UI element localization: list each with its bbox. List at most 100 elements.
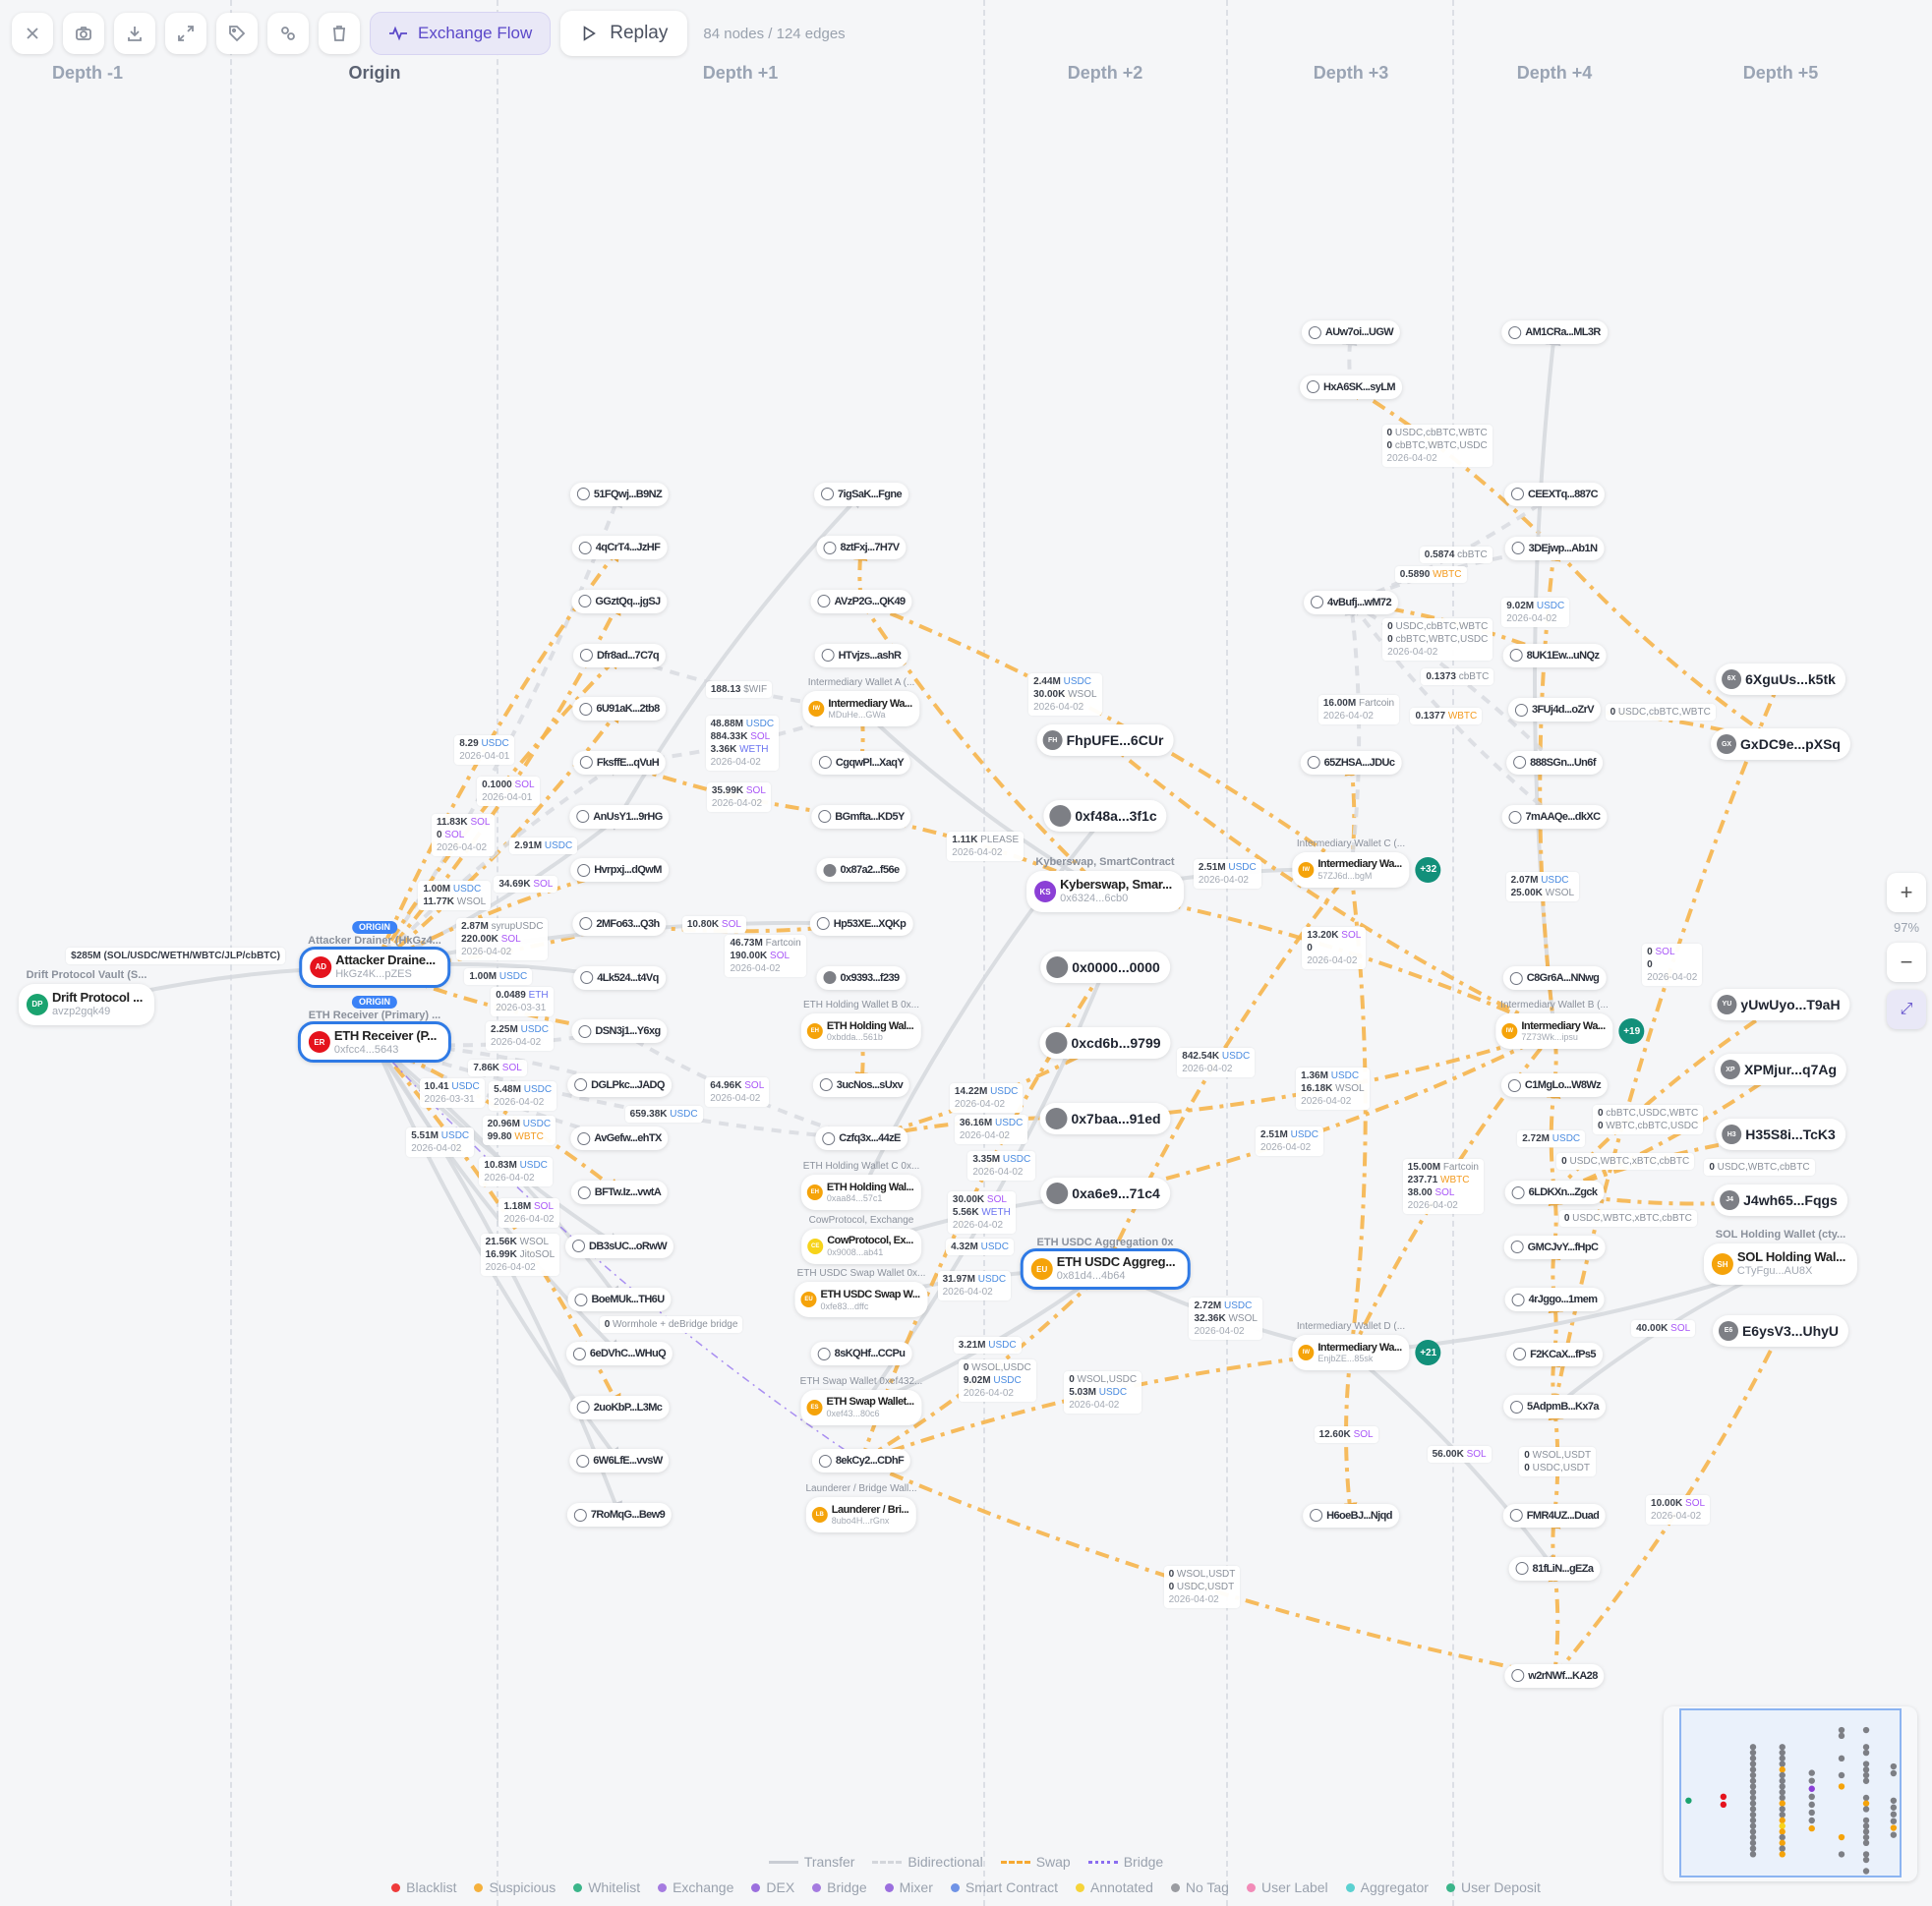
graph-node-8ekcy2-cdhf[interactable]: 8ekCy2...CDhF (811, 1449, 911, 1473)
edge-swap[interactable] (1552, 675, 1784, 1408)
graph-node-f2kcax-fps5[interactable]: F2KCaX...fPs5 (1506, 1342, 1603, 1366)
graph-node-db3suc-orww[interactable]: DB3sUC...oRwW (565, 1234, 673, 1258)
graph-node-6edvhc-whuq[interactable]: 6eDVhC...WHuQ (565, 1342, 673, 1366)
graph-node-c1mglo-w8wz[interactable]: C1MgLo...W8Wz (1500, 1073, 1609, 1098)
graph-node-avgefw-ehtx[interactable]: AvGefw...ehTX (570, 1126, 669, 1151)
fit-view-button[interactable]: ⤢ (1887, 990, 1926, 1029)
edge-swap[interactable] (1548, 1565, 1564, 1676)
minimap-viewport[interactable] (1679, 1708, 1902, 1877)
graph-node-3fuj4d-ozrv[interactable]: 3FUj4d...oZrV (1507, 698, 1602, 722)
edge-bidir[interactable] (1344, 599, 1362, 871)
edge-swap[interactable] (1104, 1029, 1557, 1196)
graph-node-4lk524-t4vq[interactable]: 4Lk524...t4Vq (573, 965, 666, 990)
edge-swap[interactable] (1552, 547, 1784, 746)
edge-swap[interactable] (1348, 384, 1556, 550)
graph-node-auw7oi-ugw[interactable]: AUw7oi...UGW (1301, 320, 1401, 345)
edge-swap[interactable] (860, 1346, 1355, 1464)
graph-node-65zhsa-jduc[interactable]: 65ZHSA...JDUc (1300, 750, 1402, 775)
delete-button[interactable] (319, 13, 360, 54)
graph-node-dglpkc-jadq[interactable]: DGLPkc...JADQ (567, 1072, 672, 1097)
graph-node-czfq3x-44ze[interactable]: Czfq3x...44zE (815, 1126, 907, 1151)
graph-node-3ucnos-suxv[interactable]: 3ucNos...sUxv (812, 1072, 910, 1097)
edge-swap[interactable] (859, 1266, 1108, 1464)
graph-node-51fqwj-b9nz[interactable]: 51FQwj...B9NZ (569, 482, 670, 506)
graph-node-81flin-geza[interactable]: 81fLiN...gEZa (1508, 1556, 1601, 1581)
edge-bidir[interactable] (374, 1040, 865, 1146)
edge-bridge[interactable] (373, 1041, 862, 1463)
graph-node-avzp2g-qk49[interactable]: AVzP2G...QK49 (810, 589, 912, 613)
exchange-flow-button[interactable]: Exchange Flow (370, 12, 552, 55)
screenshot-button[interactable] (63, 13, 104, 54)
zoom-out-button[interactable]: − (1887, 943, 1926, 982)
close-button[interactable] (12, 13, 53, 54)
graph-node-7igsak-fgne[interactable]: 7igSaK...Fgne (814, 482, 908, 506)
graph-node-4qcrt4-jzhf[interactable]: 4qCrT4...JzHF (571, 536, 668, 560)
graph-node-c8gr6a-nnwg[interactable]: C8Gr6A...NNwg (1502, 966, 1607, 991)
collapsed-count-badge[interactable]: +32 (1415, 856, 1441, 883)
graph-node-dsn3j1-y6xg[interactable]: DSN3j1...Y6xg (571, 1019, 668, 1044)
replay-button[interactable]: Replay (560, 11, 688, 56)
graph-node-0xcd6b-9799[interactable]: 0xcd6b...9799 (1039, 1026, 1171, 1059)
link-button[interactable] (267, 13, 309, 54)
tag-button[interactable] (216, 13, 258, 54)
collapsed-count-badge[interactable]: +21 (1415, 1340, 1441, 1366)
download-button[interactable] (114, 13, 155, 54)
graph-node-6ldkxn-zgck[interactable]: 6LDKXn...Zgck (1504, 1181, 1605, 1205)
edge-swap[interactable] (860, 600, 1354, 872)
graph-node-0xa6e9-71c4[interactable]: 0xa6e9...71c4 (1040, 1178, 1170, 1210)
graph-node-ceextq-887c[interactable]: CEEXTq...887C (1503, 482, 1606, 506)
graph-node-888sgn-un6f[interactable]: 888SGn...Un6f (1506, 750, 1603, 775)
graph-node-hp53xe-xqkp[interactable]: Hp53XE...XQKp (809, 911, 913, 936)
graph-node-0x7baa-91ed[interactable]: 0x7baa...91ed (1039, 1102, 1171, 1134)
collapsed-count-badge[interactable]: +19 (1618, 1018, 1645, 1045)
zoom-in-button[interactable]: + (1887, 873, 1926, 912)
graph-node-7romqg-bew9[interactable]: 7RoMqG...Bew9 (566, 1503, 673, 1528)
graph-node-0x87a2-f56e[interactable]: 0x87a2...f56e (816, 858, 907, 883)
graph-node-7maaqe-dkxc[interactable]: 7mAAQe...dkXC (1501, 805, 1608, 830)
graph-node-bgmfta-kd5y[interactable]: BGmfta...KD5Y (811, 804, 911, 829)
graph-node-6w6lfe-vvsw[interactable]: 6W6LfE...vvsW (569, 1449, 670, 1473)
graph-node-h6oebj-njqd[interactable]: H6oeBJ...Njqd (1303, 1503, 1399, 1528)
graph-node-fksffe-qvuh[interactable]: FksffE...qVuH (572, 750, 667, 775)
graph-node-2uokbp-l3mc[interactable]: 2uoKbP...L3Mc (569, 1395, 670, 1419)
graph-node-0x9393-f239[interactable]: 0x9393...f239 (816, 965, 907, 990)
graph-node-0x0000-0000[interactable]: 0x0000...0000 (1040, 951, 1170, 983)
graph-node-cgqwpl-xaqy[interactable]: CgqwPl...XaqY (811, 750, 911, 775)
graph-node-hxa6sk-sylm[interactable]: HxA6SK...syLM (1300, 375, 1402, 399)
graph-node-0xf48a-3f1c[interactable]: 0xf48a...3f1c (1043, 800, 1167, 833)
graph-node-8ztfxj-7h7v[interactable]: 8ztFxj...7H7V (816, 536, 907, 560)
graph-node-ggztqq-jgsj[interactable]: GGztQq...jgSJ (571, 589, 668, 613)
graph-node-8uk1ew-unqz[interactable]: 8UK1Ew...uNQz (1502, 643, 1607, 667)
graph-node-hvrpxj-dqwm[interactable]: Hvrpxj...dQwM (570, 858, 669, 883)
graph-node-dfr8ad-7c7q[interactable]: Dfr8ad...7C7q (572, 643, 667, 667)
graph-node-8skqhf-ccpu[interactable]: 8sKQHf...CCPu (810, 1342, 912, 1366)
graph-node-am1cra-ml3r[interactable]: AM1CRa...ML3R (1501, 320, 1608, 345)
graph-node-3dejwp-ab1n[interactable]: 3DEjwp...Ab1N (1504, 536, 1605, 560)
edge-swap[interactable] (1552, 1327, 1783, 1678)
graph-node-5adpmb-kx7a[interactable]: 5AdpmB...Kx7a (1503, 1395, 1606, 1419)
graph-node-anusy1-9rhg[interactable]: AnUsY1...9rHG (569, 804, 670, 829)
edge-swap[interactable] (860, 1459, 1558, 1682)
graph-node-4vbufj-wm72[interactable]: 4vBufj...wM72 (1304, 590, 1398, 614)
graph-node-fmr4uz-duad[interactable]: FMR4UZ...Duad (1502, 1503, 1607, 1528)
edge-swap[interactable] (1103, 738, 1557, 1033)
expand-button[interactable] (165, 13, 206, 54)
